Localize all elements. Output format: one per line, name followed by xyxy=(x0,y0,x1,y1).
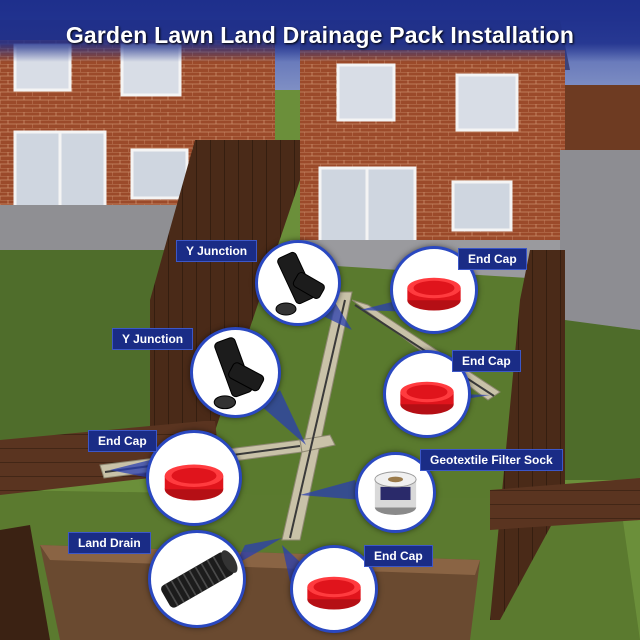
label-end-cap-top-right: End Cap xyxy=(458,248,527,270)
filter-sock-roll-icon xyxy=(374,471,417,515)
label-y-junction-mid: Y Junction xyxy=(112,328,194,350)
end-cap-icon xyxy=(164,464,224,501)
label-end-cap-bottom: End Cap xyxy=(364,545,433,567)
land-drain-pipe-icon xyxy=(161,550,238,608)
land-drain-callout xyxy=(148,530,246,628)
end-cap-left-callout xyxy=(146,430,242,526)
label-land-drain: Land Drain xyxy=(68,532,151,554)
end-cap-icon xyxy=(307,576,361,610)
title-bar xyxy=(0,0,640,62)
end-cap-icon xyxy=(407,277,461,311)
page-title: Garden Lawn Land Drainage Pack Installat… xyxy=(65,22,575,48)
y-junction-icon xyxy=(275,251,325,316)
label-end-cap-left: End Cap xyxy=(88,430,157,452)
end-cap-bottom-callout xyxy=(290,545,378,633)
label-y-junction-top: Y Junction xyxy=(176,240,258,262)
label-geotextile: Geotextile Filter Sock xyxy=(420,449,563,471)
y-junction-mid-callout xyxy=(190,327,281,418)
label-end-cap-mid-right: End Cap xyxy=(452,350,521,372)
end-cap-icon xyxy=(400,381,454,415)
geotextile-callout xyxy=(355,452,436,533)
y-junction-top-callout xyxy=(255,240,341,326)
y-junction-icon xyxy=(213,337,265,410)
